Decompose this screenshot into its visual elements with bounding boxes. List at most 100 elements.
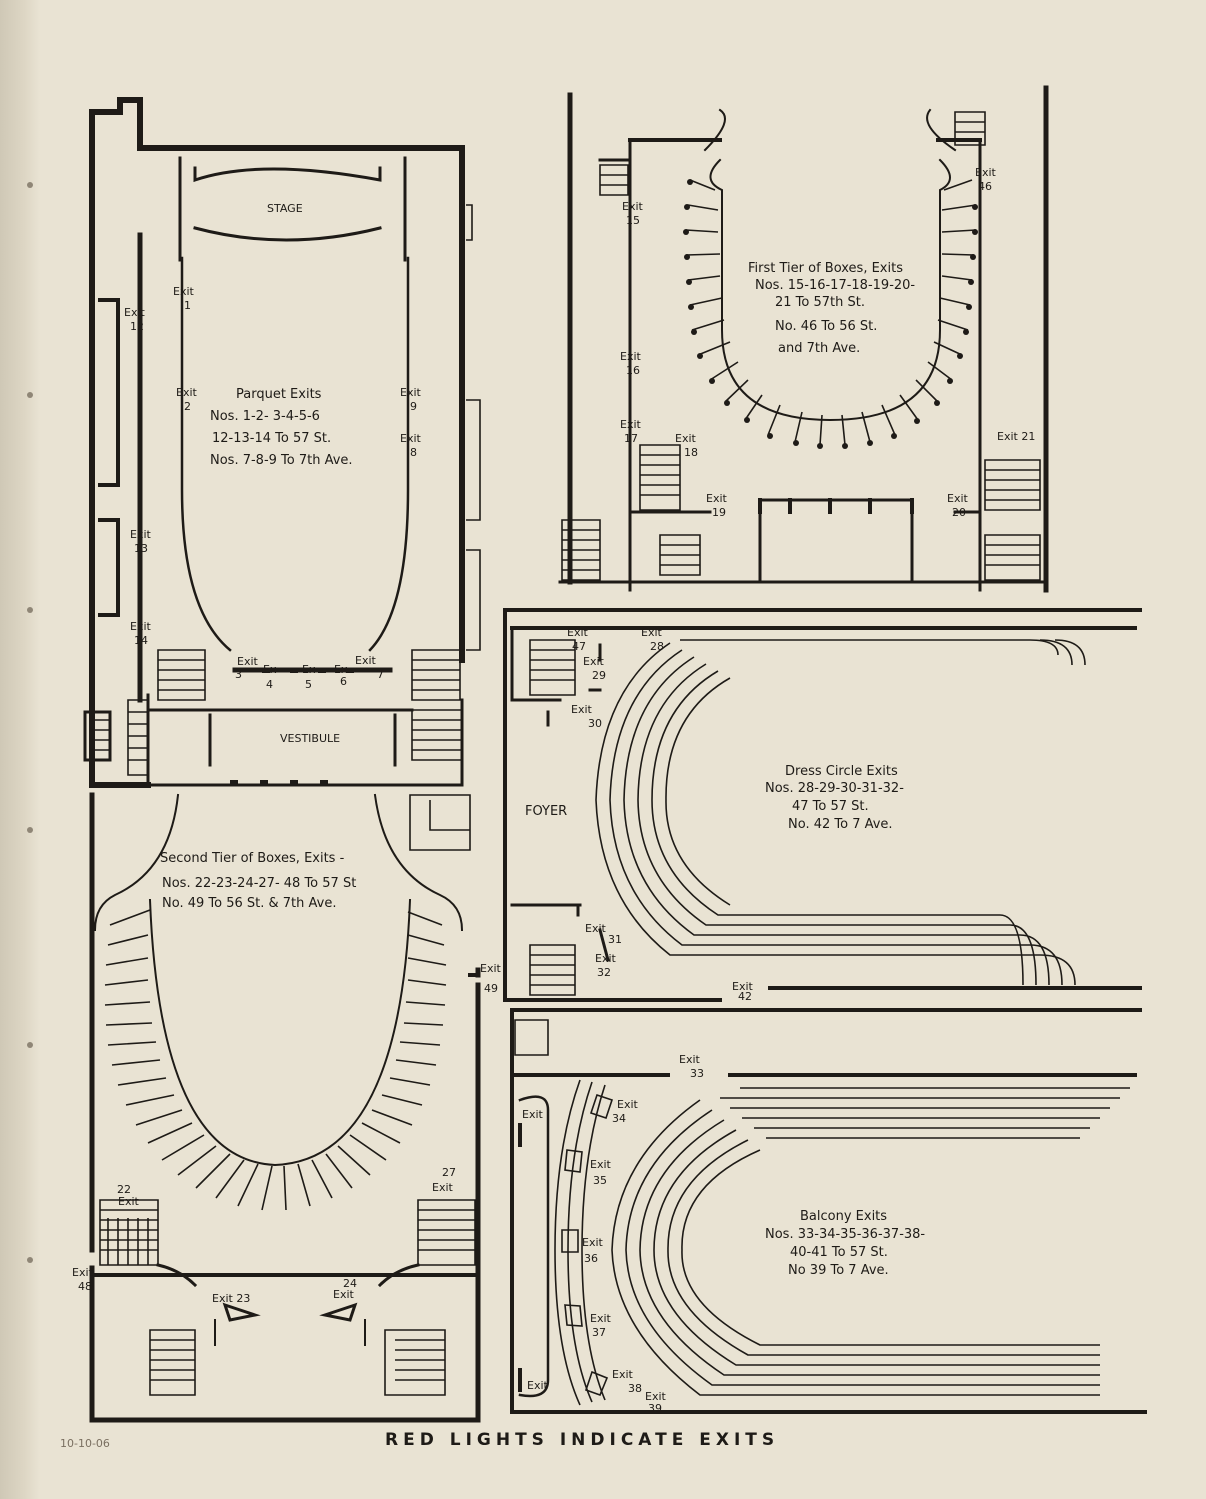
exit-34-number: 34 <box>612 1112 626 1125</box>
exit-7-number: 7 <box>377 668 384 681</box>
exit-31-word: Exit <box>585 922 607 935</box>
exit-12-word: Exit <box>124 306 146 319</box>
exit-36-word: Exit <box>582 1236 604 1249</box>
first-tier-caption-title: First Tier of Boxes, Exits <box>748 261 903 276</box>
dress-circle-caption-line-1: Nos. 28-29-30-31-32- <box>765 781 904 796</box>
exit-24-number: 24 <box>343 1277 357 1290</box>
exit-29-number: 29 <box>592 669 606 682</box>
exit-32-word: Exit <box>595 952 617 965</box>
stage-label: STAGE <box>267 202 303 215</box>
exit-48-number: 48 <box>78 1280 92 1293</box>
exit-39-number: 39 <box>648 1402 662 1415</box>
exit-12-number: 12 <box>130 320 144 333</box>
first-tier-caption-line-4: and 7th Ave. <box>778 341 860 356</box>
exit-34-word: Exit <box>617 1098 639 1111</box>
balcony-caption-line-2: 40-41 To 57 St. <box>790 1245 888 1260</box>
exit-42-word: Exit <box>732 980 754 993</box>
exit-49-number: 49 <box>484 982 498 995</box>
exit-32-number: 32 <box>597 966 611 979</box>
balcony-rows <box>554 1079 1130 1406</box>
exit-5-word: Ex <box>302 663 316 676</box>
exit-4-word: Ex <box>263 663 277 676</box>
dress-circle-caption-line-3: No. 42 To 7 Ave. <box>788 817 893 832</box>
exit-27-word: Exit <box>432 1181 454 1194</box>
exit-6-number: 6 <box>340 675 347 688</box>
exit-16-number: 16 <box>626 364 640 377</box>
first-tier-caption-line-3: No. 46 To 56 St. <box>775 319 877 334</box>
exit-28-number: 28 <box>650 640 664 653</box>
exit-15-number: 15 <box>626 214 640 227</box>
exit-4-number: 4 <box>266 678 273 691</box>
exit-38-number: 38 <box>628 1382 642 1395</box>
parquet-caption-line-1: Nos. 1-2- 3-4-5-6 <box>210 409 320 424</box>
exit-47-number: 47 <box>572 640 586 653</box>
exit-33-number: 33 <box>690 1067 704 1080</box>
exit-3-number: 3 <box>235 668 242 681</box>
exit-2-word: Exit <box>176 386 198 399</box>
parquet-caption-line-2: 12-13-14 To 57 St. <box>212 431 331 446</box>
exit-7-word: Exit <box>355 654 377 667</box>
exit-22-number: 22 <box>117 1183 131 1196</box>
exit-1-number: 1 <box>184 299 191 312</box>
dress-circle-caption-line-2: 47 To 57 St. <box>792 799 869 814</box>
exit-balcony-upper-left: Exit <box>522 1108 544 1121</box>
balcony-vomitories <box>561 1093 614 1397</box>
binding-holes <box>27 182 33 1263</box>
exit-16-word: Exit <box>620 350 642 363</box>
second-tier-plan: 22 Exit 27 Exit Exit 48 Exit 49 Exit 23 … <box>72 792 502 1423</box>
exit-14-word: Exit <box>130 620 152 633</box>
balcony-caption-title: Balcony Exits <box>800 1209 887 1224</box>
second-tier-caption-line-2: No. 49 To 56 St. & 7th Ave. <box>162 896 336 911</box>
exit-36-number: 36 <box>584 1252 598 1265</box>
exit-17-number: 17 <box>624 432 638 445</box>
exit-49-word: Exit <box>480 962 502 975</box>
vestibule-label: VESTIBULE <box>280 732 340 745</box>
exit-39-word: Exit <box>645 1390 667 1403</box>
exit-22-word: Exit <box>118 1195 140 1208</box>
exit-17-word: Exit <box>620 418 642 431</box>
exit-20-word: Exit <box>947 492 969 505</box>
exit-8-word: Exit <box>400 432 422 445</box>
exit-38-word: Exit <box>612 1368 634 1381</box>
box-partitions <box>685 179 977 446</box>
exit-23-label: Exit 23 <box>212 1292 250 1305</box>
exit-42-number: 42 <box>738 990 752 1003</box>
parquet-caption-title: Parquet Exits <box>236 387 322 402</box>
exit-8-number: 8 <box>410 446 417 459</box>
second-tier-caption-line-1: Nos. 22-23-24-27- 48 To 57 St <box>162 876 356 891</box>
exit-2-number: 2 <box>184 400 191 413</box>
exit-6-word: Ex <box>334 663 348 676</box>
exit-31-number: 31 <box>608 933 622 946</box>
exit-35-word: Exit <box>590 1158 612 1171</box>
first-tier-caption-line-1: Nos. 15-16-17-18-19-20- <box>755 278 915 293</box>
exit-29-word: Exit <box>583 655 605 668</box>
second-tier-partitions <box>104 909 447 1211</box>
exit-20-number: 20 <box>952 506 966 519</box>
dress-circle-plan: FOYER Exit 47 Exit 28 Exit 29 Exit 30 Ex… <box>503 608 1142 1003</box>
pencil-annotation: 10-10-06 <box>60 1437 110 1450</box>
exit-19-number: 19 <box>712 506 726 519</box>
exit-27-number: 27 <box>442 1166 456 1179</box>
dress-circle-caption-title: Dress Circle Exits <box>785 764 898 779</box>
exit-47-word: Exit <box>567 626 589 639</box>
exit-24-word: Exit <box>333 1288 355 1301</box>
exit-13-word: Exit <box>130 528 152 541</box>
foyer-label: FOYER <box>525 804 567 819</box>
first-tier-caption-line-2: 21 To 57th St. <box>775 295 865 310</box>
balcony-caption-line-3: No 39 To 7 Ave. <box>788 1263 889 1278</box>
exit-13-number: 13 <box>134 542 148 555</box>
footer-caption: RED LIGHTS INDICATE EXITS <box>385 1430 779 1450</box>
exit-30-word: Exit <box>571 703 593 716</box>
balcony-caption-line-1: Nos. 33-34-35-36-37-38- <box>765 1227 925 1242</box>
exit-5-number: 5 <box>305 678 312 691</box>
dress-circle-rows <box>595 639 1086 986</box>
balcony-plan: Exit 33 Exit 34 Exit 35 Exit 36 Exit 37 … <box>510 1008 1147 1415</box>
exit-15-word: Exit <box>622 200 644 213</box>
exit-9-number: 9 <box>410 400 417 413</box>
exit-37-word: Exit <box>590 1312 612 1325</box>
second-tier-caption-title: Second Tier of Boxes, Exits - <box>160 851 345 866</box>
exit-3-word: Exit <box>237 655 259 668</box>
first-tier-plan: Exit 15 Exit 16 Exit 17 Exit 18 Exit 19 … <box>558 85 1049 593</box>
